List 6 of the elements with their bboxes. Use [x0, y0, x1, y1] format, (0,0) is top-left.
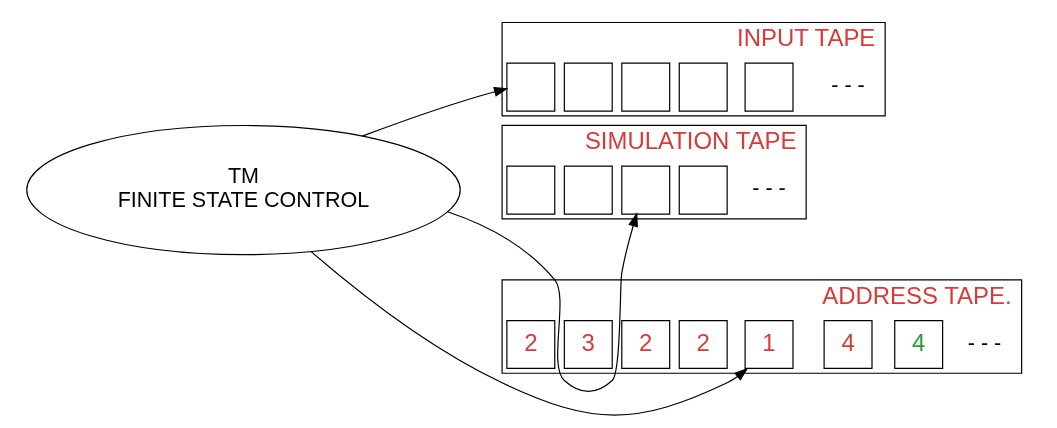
node-label: INPUT TAPE	[736, 24, 875, 52]
label: - - -	[830, 73, 865, 98]
label: - - -	[967, 330, 1001, 355]
label: - - -	[751, 176, 786, 201]
node-label: SIMULATION TAPE	[584, 127, 796, 155]
node-label: ADDRESS TAPE.	[821, 281, 1012, 309]
